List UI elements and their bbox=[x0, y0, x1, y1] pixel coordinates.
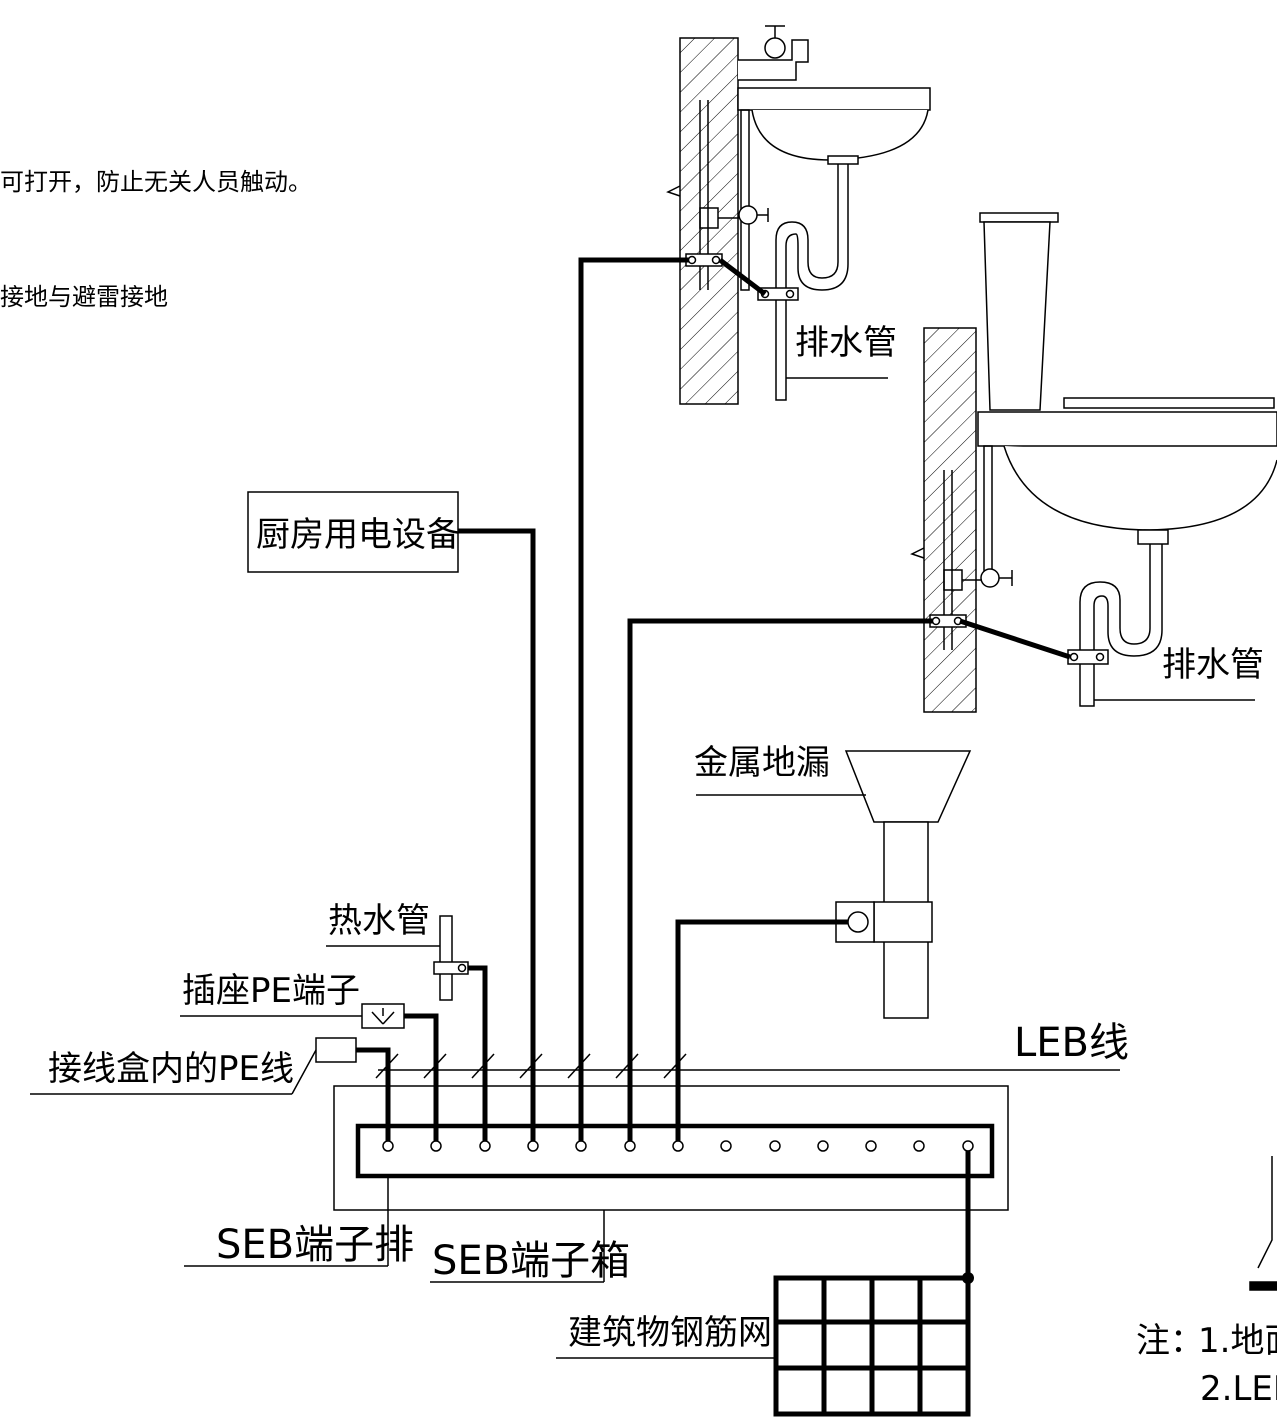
note-bottom-line1: 1.地面 bbox=[1198, 1321, 1277, 1361]
basin-rim bbox=[737, 87, 931, 111]
note-top-line2: 接地与避雷接地 bbox=[0, 283, 168, 311]
faucet bbox=[738, 39, 809, 81]
socket-pe-terminal bbox=[361, 1003, 405, 1029]
label-seb-terminal-strip: SEB端子排 bbox=[216, 1222, 414, 1268]
conductor-hot-water bbox=[468, 965, 488, 1141]
label-drain-pipe-upper: 排水管 bbox=[795, 323, 897, 363]
conductor-floor-drain bbox=[675, 919, 848, 1141]
junction-box bbox=[315, 1037, 357, 1063]
conductor-lower-basin bbox=[627, 618, 933, 1141]
note-bottom-line2: 2.LEB bbox=[1200, 1369, 1277, 1409]
lower-trap bbox=[1079, 544, 1163, 707]
basin-bowl bbox=[751, 109, 929, 161]
terminal-10 bbox=[817, 1140, 829, 1152]
label-drain-pipe-lower: 排水管 bbox=[1162, 645, 1264, 685]
label-socket-pe-terminal: 插座PE端子 bbox=[182, 971, 360, 1011]
terminal-1 bbox=[382, 1140, 394, 1152]
terminal-6 bbox=[624, 1140, 636, 1152]
label-leb-line: LEB线 bbox=[1014, 1020, 1129, 1066]
lower-fixture-group bbox=[910, 212, 1277, 713]
upper-washbasin-group bbox=[666, 25, 931, 405]
terminal-4 bbox=[527, 1140, 539, 1152]
terminal-12 bbox=[913, 1140, 925, 1152]
rebar-mesh bbox=[773, 1275, 971, 1417]
conductor-socket bbox=[404, 1013, 439, 1141]
terminal-7 bbox=[672, 1140, 684, 1152]
lower-wall bbox=[923, 327, 977, 713]
label-kitchen-equipment: 厨房用电设备 bbox=[256, 515, 460, 555]
kitchen-equipment-box bbox=[247, 491, 459, 573]
faucet-handle bbox=[764, 37, 786, 59]
bonding-conductors bbox=[356, 257, 971, 1278]
lower-clamp-right bbox=[1067, 649, 1109, 665]
label-rebar-mesh: 建筑物钢筋网 bbox=[568, 1313, 772, 1353]
label-junction-box-pe: 接线盒内的PE线 bbox=[48, 1049, 294, 1089]
seb-terminal-strip bbox=[355, 1123, 995, 1179]
terminal-3 bbox=[479, 1140, 491, 1152]
note-top-line1: 可打开，防止无关人员触动。 bbox=[0, 168, 312, 196]
partial-figure-right bbox=[1249, 1156, 1277, 1291]
conductor-upper-basin bbox=[578, 257, 689, 1141]
label-metal-floor-drain: 金属地漏 bbox=[694, 743, 830, 783]
hot-water-pipe bbox=[433, 915, 469, 1001]
conductor-kitchen bbox=[458, 528, 536, 1141]
terminal-13 bbox=[962, 1140, 974, 1152]
metal-floor-drain bbox=[835, 750, 972, 1019]
terminal-9 bbox=[769, 1140, 781, 1152]
terminal-5 bbox=[575, 1140, 587, 1152]
note-bottom-prefix: 注： bbox=[1136, 1321, 1204, 1361]
lower-basin-bowl bbox=[1003, 445, 1277, 531]
terminal-2 bbox=[430, 1140, 442, 1152]
leb-line-ticks bbox=[375, 1053, 1120, 1079]
terminal-holes bbox=[382, 1140, 974, 1152]
label-seb-terminal-box: SEB端子箱 bbox=[432, 1238, 630, 1284]
upper-trap bbox=[775, 164, 849, 401]
label-hot-water-pipe: 热水管 bbox=[328, 901, 430, 941]
terminal-8 bbox=[720, 1140, 732, 1152]
terminal-11 bbox=[865, 1140, 877, 1152]
conductor-junction-box bbox=[356, 1047, 391, 1141]
seb-terminal-box bbox=[333, 1085, 1009, 1211]
toilet-tank bbox=[983, 221, 1051, 411]
